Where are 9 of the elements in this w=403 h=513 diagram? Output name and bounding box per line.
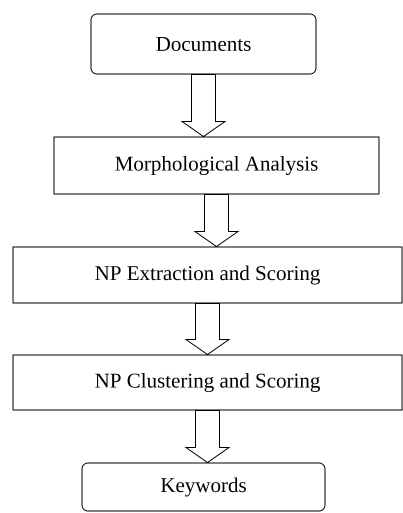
- process-box: NP Clustering and Scoring: [12, 354, 402, 410]
- block-arrow: [180, 74, 227, 138]
- process-box: Morphological Analysis: [54, 136, 380, 194]
- block-arrow: [184, 303, 231, 356]
- block-arrow: [193, 194, 240, 248]
- terminal-box: Documents: [90, 14, 316, 74]
- terminal-box: Keywords: [82, 462, 326, 512]
- process-box: NP Extraction and Scoring: [12, 246, 402, 304]
- block-arrow: [184, 410, 231, 464]
